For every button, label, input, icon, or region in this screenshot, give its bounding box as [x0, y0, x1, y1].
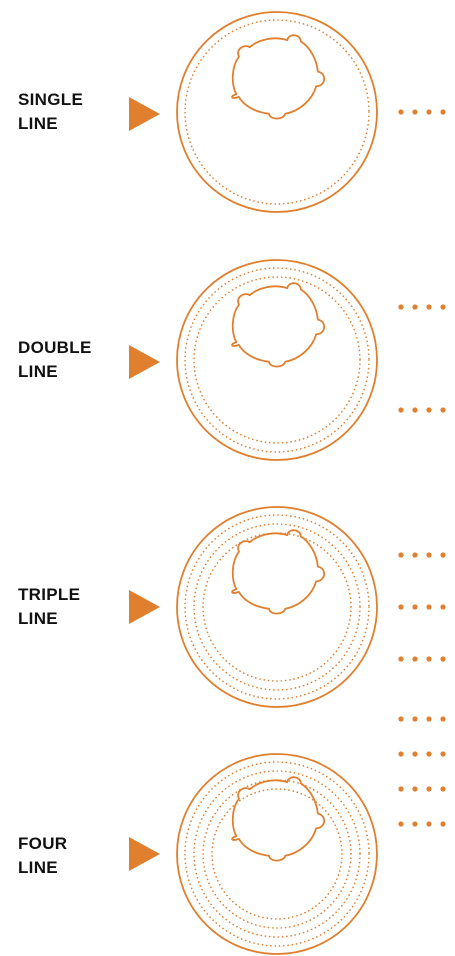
dotted-line	[398, 407, 446, 413]
dotted-line	[398, 304, 446, 310]
dot	[398, 552, 404, 558]
label-line-1: SINGLE	[18, 90, 84, 109]
arrow-icon	[129, 97, 160, 131]
row-single-line: SINGLE LINE	[0, 0, 455, 238]
dot	[440, 552, 446, 558]
dot	[426, 821, 432, 827]
dotted-ring	[184, 761, 370, 947]
dotted-line	[398, 716, 446, 722]
dot	[412, 604, 418, 610]
dot	[412, 786, 418, 792]
dotted-line	[398, 656, 446, 662]
dot	[426, 716, 432, 722]
dot	[398, 786, 404, 792]
outer-ring	[176, 259, 378, 461]
dot	[440, 716, 446, 722]
row-label: TRIPLE LINE	[18, 583, 80, 631]
label-line-2: LINE	[18, 609, 58, 628]
dotted-line	[398, 821, 446, 827]
ring-diagram	[176, 11, 378, 213]
dot	[426, 304, 432, 310]
dot	[440, 109, 446, 115]
hub-shape	[231, 282, 326, 368]
ring-diagram	[176, 506, 378, 708]
dot	[412, 552, 418, 558]
label-line-2: LINE	[18, 362, 58, 381]
dot	[426, 552, 432, 558]
dot	[412, 304, 418, 310]
arrow-icon	[129, 837, 160, 871]
dot	[440, 656, 446, 662]
label-line-2: LINE	[18, 858, 58, 877]
hub-shape	[231, 776, 326, 862]
dotted-line	[398, 786, 446, 792]
row-triple-line: TRIPLE LINE	[0, 0, 455, 708]
dotted-ring	[211, 788, 343, 920]
dot	[398, 716, 404, 722]
outer-ring	[176, 753, 378, 955]
outer-ring	[176, 506, 378, 708]
row-label: SINGLE LINE	[18, 88, 83, 136]
dotted-ring	[193, 276, 361, 444]
dot	[440, 786, 446, 792]
dot	[398, 604, 404, 610]
dot	[412, 109, 418, 115]
dot	[398, 109, 404, 115]
dotted-ring	[202, 779, 352, 929]
dot	[426, 656, 432, 662]
dotted-line	[398, 109, 446, 115]
dot	[440, 751, 446, 757]
dot	[426, 109, 432, 115]
ring-diagram	[176, 259, 378, 461]
label-line-1: FOUR	[18, 834, 68, 853]
row-label: FOUR LINE	[18, 832, 67, 880]
dot	[440, 604, 446, 610]
dot	[440, 821, 446, 827]
dot	[412, 751, 418, 757]
dotted-line	[398, 604, 446, 610]
dot	[398, 407, 404, 413]
dot	[412, 656, 418, 662]
label-line-1: DOUBLE	[18, 338, 92, 357]
arrow-icon	[129, 345, 160, 379]
dot	[426, 786, 432, 792]
dot	[426, 407, 432, 413]
dotted-ring	[184, 19, 370, 205]
row-label: DOUBLE LINE	[18, 336, 92, 384]
arrow-icon	[129, 590, 160, 624]
dot	[398, 821, 404, 827]
dot	[440, 304, 446, 310]
dotted-ring	[193, 523, 361, 691]
dot	[412, 716, 418, 722]
dot	[398, 656, 404, 662]
outer-ring	[176, 11, 378, 213]
label-line-2: LINE	[18, 114, 58, 133]
dot	[412, 821, 418, 827]
dot	[426, 604, 432, 610]
dot	[440, 407, 446, 413]
dotted-ring	[184, 514, 370, 700]
dotted-line	[398, 552, 446, 558]
hub-shape	[231, 529, 326, 615]
ring-diagram	[176, 753, 378, 955]
dot	[398, 751, 404, 757]
dotted-ring	[184, 267, 370, 453]
dot	[412, 407, 418, 413]
dot	[426, 751, 432, 757]
label-line-1: TRIPLE	[18, 585, 81, 604]
dotted-ring	[193, 770, 361, 938]
dotted-line	[398, 751, 446, 757]
hub-shape	[231, 34, 326, 120]
row-double-line: DOUBLE LINE	[0, 0, 455, 461]
dotted-ring	[202, 532, 352, 682]
dot	[398, 304, 404, 310]
